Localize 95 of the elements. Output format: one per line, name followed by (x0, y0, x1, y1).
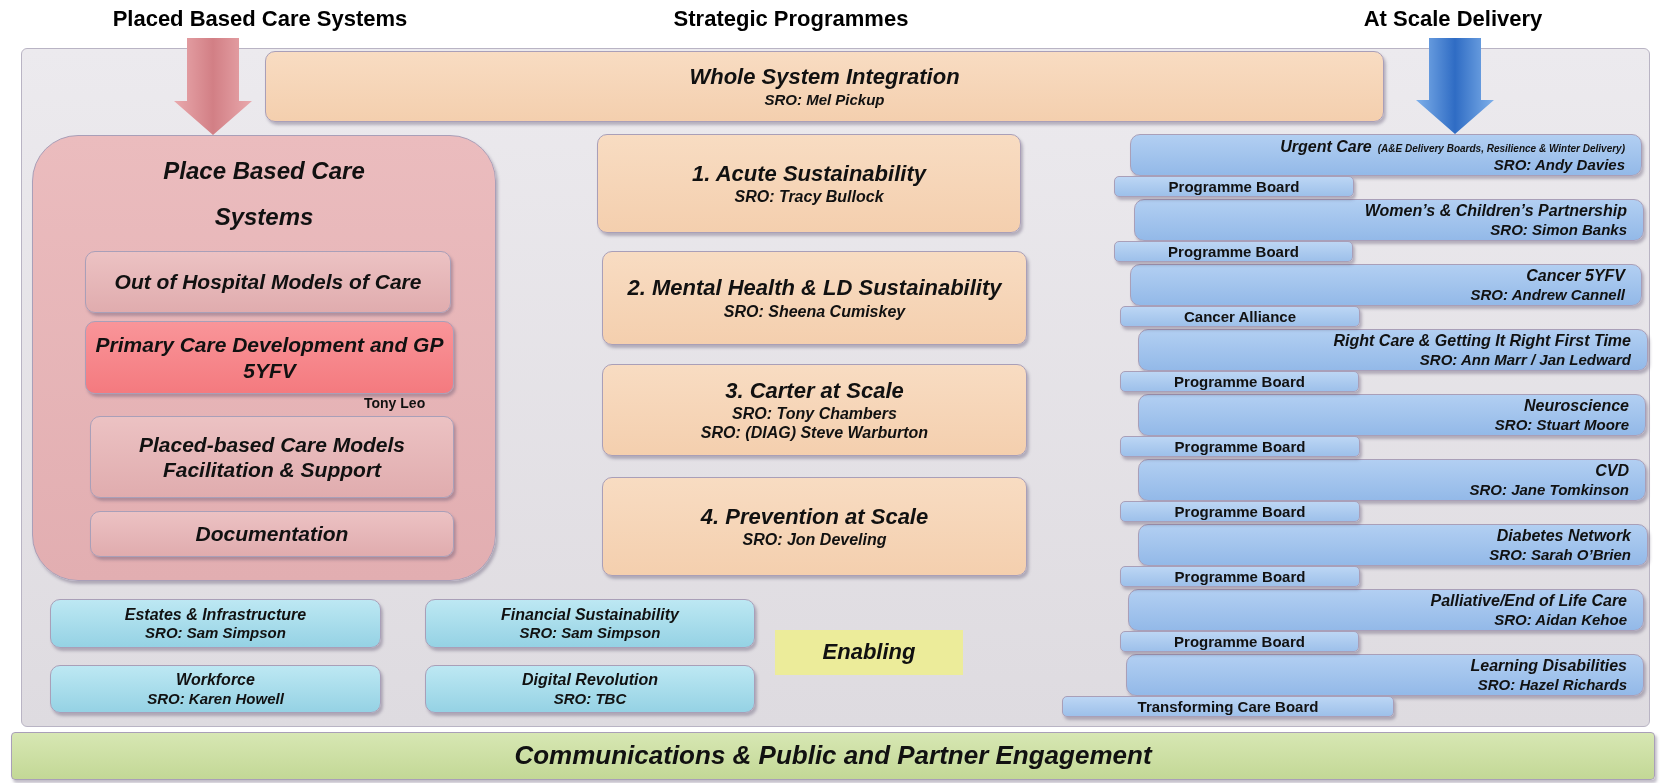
delivery-box (1138, 394, 1646, 436)
delivery-box (1126, 654, 1644, 696)
programme-title: 1. Acute Sustainability (691, 160, 928, 188)
box-label: Enabling (821, 639, 917, 666)
programme-title: Workforce (175, 670, 256, 690)
delivery-box (1130, 134, 1642, 176)
programme-title: Palliative/End of Life Care (1429, 591, 1627, 611)
programme-title: 2. Mental Health & LD Sustainability (626, 275, 1003, 302)
sro-text: SRO: Karen Howell (146, 689, 285, 708)
board-tab (1120, 371, 1359, 392)
delivery-box (1138, 524, 1648, 566)
programme-title: Cancer 5YFV (1525, 266, 1625, 286)
delivery-box (1134, 199, 1644, 241)
delivery-box (1138, 329, 1648, 371)
enabler-box (50, 665, 381, 713)
programme-title: Whole System Integration (688, 64, 961, 91)
programme-title: Estates & Infrastructure (123, 604, 308, 625)
sro-text: SRO: Jon Develing (741, 530, 888, 550)
programme-title: Learning Disabilities (1469, 656, 1627, 676)
board-tab (1120, 566, 1360, 587)
programme-box (602, 477, 1027, 576)
programme-box (602, 251, 1027, 345)
box-label: Programme Board (1173, 372, 1306, 391)
workstream-box (90, 511, 454, 557)
column-heading: At Scale Delivery (1358, 6, 1548, 36)
board-tab (1120, 436, 1360, 457)
block-arrow (1416, 38, 1494, 134)
board-tab (1120, 631, 1359, 652)
sro-text: SRO: Sarah O’Brien (1488, 545, 1631, 564)
sro-text: SRO: Aidan Kehoe (1493, 610, 1627, 629)
board-tab (1114, 241, 1353, 262)
care-systems-panel (32, 135, 496, 581)
board-tab (1120, 501, 1360, 522)
column-heading: Strategic Programmes (672, 6, 910, 32)
programme-title: CVD (1594, 461, 1629, 481)
owner-name: Tony Leo (364, 395, 426, 411)
delivery-box (1138, 459, 1646, 501)
programme-title: 4. Prevention at Scale (699, 503, 930, 531)
sro-text: SRO: Andy Davies (1492, 155, 1625, 173)
box-label: Documentation (194, 521, 350, 547)
box-label: Programme Board (1173, 632, 1306, 651)
delivery-box (1130, 264, 1642, 306)
sro-text: SRO: TBC (552, 689, 628, 708)
sro-text: SRO: Sam Simpson (144, 624, 287, 643)
box-label: Cancer Alliance (1183, 307, 1297, 326)
highlighted-workstream-box (85, 321, 454, 394)
workstream-box (85, 251, 451, 313)
scope-note: (A&E Delivery Boards, Resilience & Winter Delivery) (1377, 142, 1625, 154)
box-label: Placed-based Care Models Facilitation & Support (137, 431, 407, 483)
programme-title: 3. Carter at Scale (724, 377, 905, 404)
box-label: Transforming Care Board (1136, 697, 1320, 716)
board-tab (1120, 306, 1360, 327)
box-label: Communications & Public and Partner Engagement (513, 740, 1154, 772)
sro-text: SRO: (DIAG) Steve Warburton (699, 423, 930, 443)
sro-text: SRO: Andrew Cannell (1469, 285, 1625, 304)
programme-box (602, 364, 1027, 456)
enabler-box (50, 599, 381, 648)
sro-text: SRO: Sam Simpson (518, 624, 662, 643)
sro-text: SRO: Ann Marr / Jan Ledward (1418, 350, 1631, 369)
sro-text: SRO: Mel Pickup (763, 90, 886, 109)
delivery-box (1128, 589, 1644, 631)
sro-text: SRO: Tony Chambers (731, 404, 898, 424)
programme-title: Neuroscience (1523, 396, 1629, 416)
box-label: Programme Board (1167, 177, 1301, 196)
sro-text: SRO: Stuart Moore (1493, 415, 1629, 434)
sro-text: SRO: Hazel Richards (1476, 675, 1627, 694)
sro-text: SRO: Sheena Cumiskey (722, 301, 907, 321)
enabler-box (425, 665, 755, 713)
box-label: Programme Board (1167, 242, 1300, 261)
workstream-box (90, 416, 454, 498)
enabler-box (425, 599, 755, 648)
box-label: Programme Board (1173, 567, 1307, 586)
sro-text: SRO: Tracy Bullock (733, 187, 885, 207)
programme-title: Right Care & Getting It Right First Time (1332, 331, 1631, 351)
programme-title: Financial Sustainability (500, 604, 681, 625)
box-label: Out of Hospital Models of Care (113, 269, 423, 295)
programme-box (597, 134, 1021, 233)
programme-title: Digital Revolution (521, 670, 659, 690)
box-label: Programme Board (1173, 502, 1307, 521)
programme-title: Women’s & Children’s Partnership (1363, 201, 1627, 221)
block-arrow (174, 38, 252, 135)
box-label: Primary Care Development and GP 5YFV (94, 332, 445, 383)
programme-title: Diabetes Network (1495, 526, 1631, 546)
board-tab (1114, 176, 1354, 197)
enabling-box (775, 630, 963, 675)
sro-text: SRO: Jane Tomkinson (1468, 480, 1629, 499)
sro-text: SRO: Simon Banks (1489, 220, 1627, 239)
group-title: Place Based Care Systems (162, 156, 366, 232)
engagement-banner (11, 732, 1655, 780)
panel-background (21, 48, 1650, 727)
programme-title: Urgent Care (1280, 137, 1372, 155)
box-label: Programme Board (1173, 437, 1307, 456)
board-tab (1062, 696, 1394, 717)
column-heading: Placed Based Care Systems (53, 6, 467, 36)
programme-box (265, 51, 1384, 122)
